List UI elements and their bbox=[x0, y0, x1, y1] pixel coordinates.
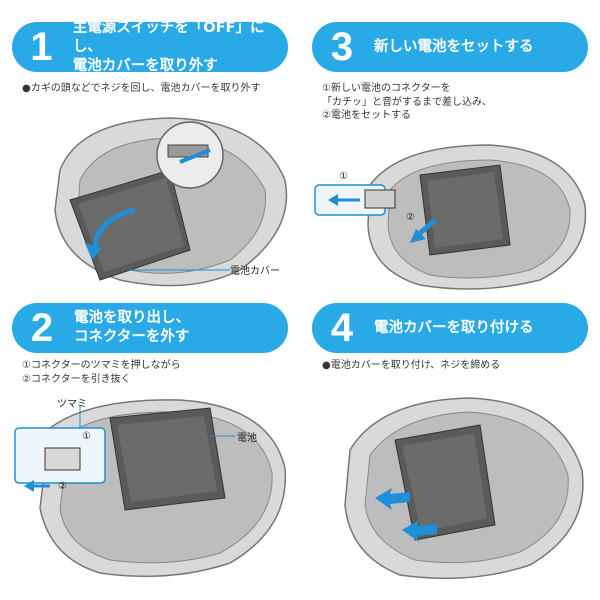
step-4-banner: 4 電池カバーを取り付ける bbox=[312, 303, 588, 353]
step-2-marker-2: ② bbox=[58, 481, 67, 492]
step-4-illustration bbox=[320, 390, 595, 585]
step-2-description: ①コネクターのツマミを押しながら ②コネクターを引き抜く bbox=[22, 360, 181, 385]
battery-label: 電池 bbox=[237, 433, 257, 444]
step-3-marker-1: ① bbox=[339, 171, 348, 182]
step-3-description: ①新しい電池のコネクターを 「カチッ」と音がするまで差し込み、 ②電池をセットす… bbox=[322, 83, 492, 121]
tab-label: ツマミ bbox=[57, 399, 87, 410]
step-1-banner: 1 主電源スイッチを「OFF」にし、 電池カバーを取り外す bbox=[12, 20, 288, 74]
step-2-number: 2 bbox=[30, 306, 54, 350]
step-1-number: 1 bbox=[30, 25, 53, 69]
step-2-title: 電池を取り出し、 コネクターを外す bbox=[74, 310, 190, 345]
step-4-title: 電池カバーを取り付ける bbox=[374, 319, 534, 336]
step-4-description: ●電池カバーを取り付け、ネジを締める bbox=[322, 360, 501, 371]
step-3-marker-2: ② bbox=[406, 212, 415, 223]
step-3-illustration bbox=[310, 135, 595, 295]
step-1-description: ●カギの頭などでネジを回し、電池カバーを取り外す bbox=[22, 83, 261, 94]
step-1-title: 主電源スイッチを「OFF」にし、 電池カバーを取り外す bbox=[72, 19, 265, 74]
step-2-banner: 2 電池を取り出し、 コネクターを外す bbox=[12, 303, 288, 353]
step-3-title: 新しい電池をセットする bbox=[374, 38, 534, 55]
step-1-illustration bbox=[40, 100, 300, 300]
step-3-number: 3 bbox=[330, 25, 354, 69]
step-2-marker-1: ① bbox=[82, 431, 91, 442]
battery-cover-label: 電池カバー bbox=[230, 266, 280, 277]
step-2-illustration bbox=[10, 398, 295, 583]
step-3-banner: 3 新しい電池をセットする bbox=[312, 22, 588, 72]
step-4-number: 4 bbox=[330, 306, 354, 350]
